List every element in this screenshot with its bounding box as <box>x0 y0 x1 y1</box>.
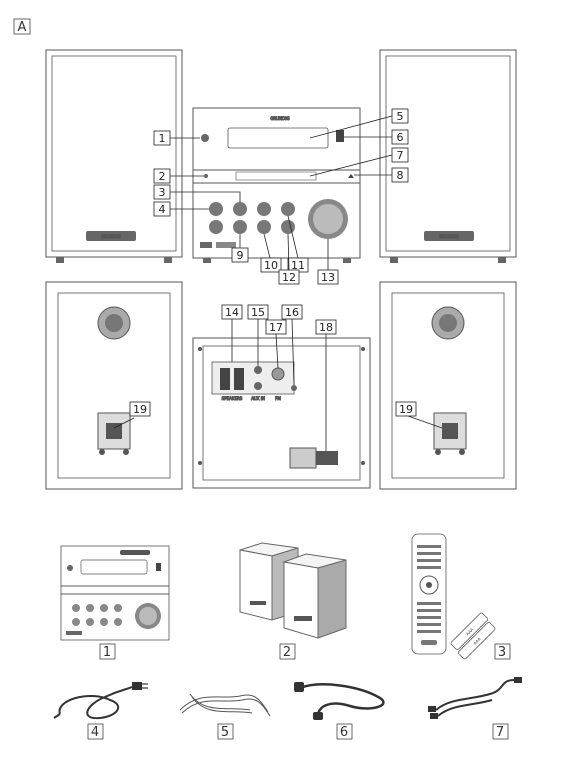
svg-text:18: 18 <box>319 321 333 334</box>
callout-10: 10 <box>260 233 282 273</box>
accessory-label-5: 5 <box>217 723 234 740</box>
unit-brand: GRUNDIG <box>270 116 289 121</box>
callout-15: 15 <box>247 304 269 366</box>
accessory-power-cable <box>53 682 148 720</box>
svg-text:3: 3 <box>159 186 166 199</box>
svg-text:5: 5 <box>221 725 229 740</box>
right-speaker-front: GRUNDIG <box>379 49 517 263</box>
svg-text:7: 7 <box>397 149 404 162</box>
callout-14: 14 <box>221 304 243 362</box>
callout-1: 1 <box>153 130 200 146</box>
left-speaker-front: GRUNDIG <box>45 49 183 263</box>
svg-text:15: 15 <box>251 306 265 319</box>
right-speaker-rear <box>379 281 517 490</box>
callout-13: 13 <box>317 239 339 285</box>
right-speaker-badge: GRUNDIG <box>439 234 458 239</box>
callout-16: 16 <box>281 304 303 386</box>
callout-7: 7 <box>309 147 409 177</box>
callout-8: 8 <box>354 167 409 183</box>
svg-text:1: 1 <box>103 645 111 660</box>
accessory-batteries: AAA AAA <box>450 612 496 660</box>
svg-text:14: 14 <box>225 306 239 319</box>
rear-ant-label: FM <box>275 396 281 401</box>
left-speaker-badge: GRUNDIG <box>101 234 120 239</box>
svg-text:4: 4 <box>91 725 99 740</box>
figure-label: A <box>18 20 27 35</box>
svg-text:11: 11 <box>291 259 305 272</box>
accessory-label-1: 1 <box>99 643 116 660</box>
battery-label-2: AAA <box>472 636 482 646</box>
callout-11: 11 <box>287 215 309 273</box>
callout-5: 5 <box>309 108 409 139</box>
rear-aux-label: AUX IN <box>251 396 265 401</box>
callout-17: 17 <box>265 319 287 369</box>
svg-text:1: 1 <box>159 132 166 145</box>
svg-text:6: 6 <box>397 131 404 144</box>
callout-6: 6 <box>344 129 409 145</box>
rear-speakers-label: SPEAKERS <box>222 396 243 401</box>
callout-19-right: 19 <box>395 401 443 429</box>
svg-text:3: 3 <box>498 645 506 660</box>
main-unit-front: GRUNDIG <box>192 107 361 263</box>
callout-3: 3 <box>153 184 241 202</box>
main-unit-rear: SPEAKERS AUX IN FM <box>192 337 371 489</box>
accessory-fm-antenna <box>294 682 385 720</box>
callout-2: 2 <box>153 168 204 184</box>
left-speaker-rear <box>45 281 183 490</box>
accessory-audio-cable <box>428 677 522 719</box>
callout-9: 9 <box>231 234 249 263</box>
figure-label-box: A <box>13 18 31 35</box>
callout-19-left: 19 <box>113 401 151 429</box>
svg-text:4: 4 <box>159 203 166 216</box>
svg-text:5: 5 <box>397 110 404 123</box>
svg-text:7: 7 <box>496 725 504 740</box>
svg-text:12: 12 <box>282 271 296 284</box>
accessory-label-6: 6 <box>336 723 353 740</box>
svg-text:9: 9 <box>237 249 244 262</box>
svg-text:16: 16 <box>285 306 299 319</box>
svg-text:6: 6 <box>340 725 348 740</box>
accessory-label-2: 2 <box>279 643 296 660</box>
svg-text:19: 19 <box>399 403 413 416</box>
callout-4: 4 <box>153 201 209 217</box>
accessory-stereo-unit <box>60 545 170 641</box>
svg-text:19: 19 <box>133 403 147 416</box>
svg-text:8: 8 <box>397 169 404 182</box>
callout-12: 12 <box>278 233 300 285</box>
svg-text:10: 10 <box>264 259 278 272</box>
accessory-speaker-wires <box>179 693 271 717</box>
accessory-label-3: 3 <box>494 643 511 660</box>
svg-text:17: 17 <box>269 321 283 334</box>
battery-label-1: AAA <box>465 627 475 637</box>
svg-text:2: 2 <box>283 645 291 660</box>
accessory-speakers <box>239 542 347 639</box>
accessory-remote <box>411 533 447 655</box>
svg-text:13: 13 <box>321 271 335 284</box>
accessory-label-7: 7 <box>492 723 509 740</box>
accessory-label-4: 4 <box>87 723 104 740</box>
callout-18: 18 <box>315 319 337 451</box>
svg-text:2: 2 <box>159 170 166 183</box>
